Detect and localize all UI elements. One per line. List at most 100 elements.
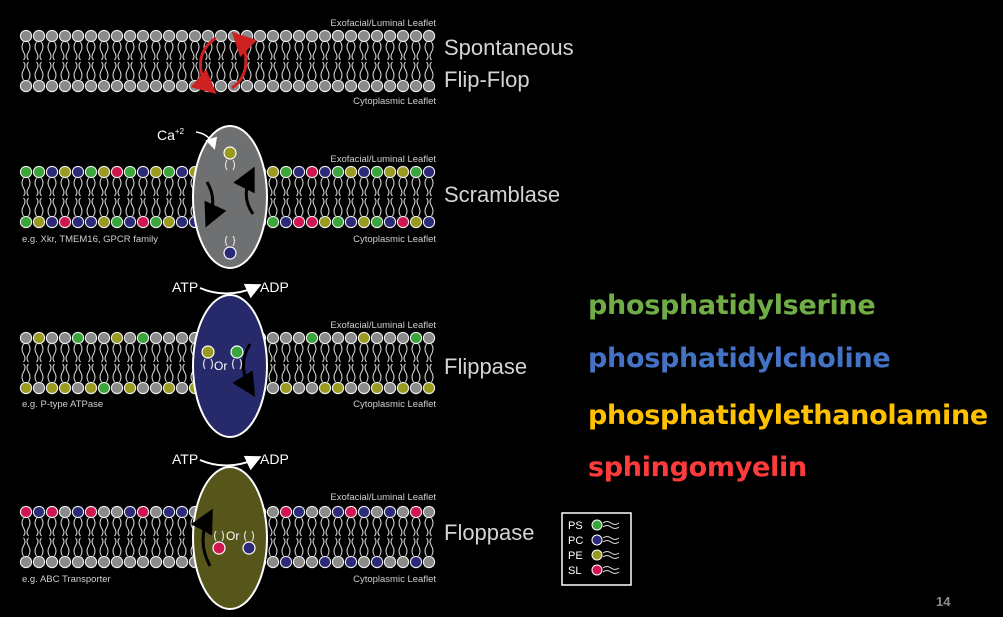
flipflop-arrows (190, 31, 258, 94)
lipid-tail (320, 61, 330, 81)
lipid-head-top (58, 29, 72, 43)
lipid-head-bottom (318, 555, 332, 569)
scramblase-protein (192, 125, 268, 269)
lipid-head-top (110, 165, 124, 179)
lipid-tail (424, 41, 434, 61)
lipid-tail (34, 363, 44, 383)
lipid-tail (125, 41, 135, 61)
lipid-tail (411, 41, 421, 61)
lipid-tail (112, 177, 122, 197)
lipid-head-top (331, 29, 345, 43)
lipid-tail (34, 41, 44, 61)
lipid-tail (359, 363, 369, 383)
lipid-tail (86, 197, 96, 217)
lipid-tail (268, 177, 278, 197)
lipid-head-bottom (331, 381, 345, 395)
legend-label-sl: SL (568, 565, 581, 577)
lipid-head-bottom (58, 215, 72, 229)
lipid-tail (424, 343, 434, 363)
lipid-tail (60, 177, 70, 197)
lipid-head-top (266, 331, 280, 345)
lipid-head-bottom (84, 215, 98, 229)
lipid-head-top (305, 505, 319, 519)
lipid-tail (307, 343, 317, 363)
lipid-head-bottom (58, 381, 72, 395)
lipid-head-bottom (71, 79, 85, 93)
lipid-head-top (136, 29, 150, 43)
legend-tail (602, 536, 620, 544)
lipid-tail (203, 61, 213, 81)
lipid-head-bottom (71, 381, 85, 395)
lipid-head-bottom (422, 381, 436, 395)
lipid-tail (86, 61, 96, 81)
lipid-head-bottom (305, 555, 319, 569)
lipid-tail (385, 343, 395, 363)
lipid-tail (60, 197, 70, 217)
lipid-tail (190, 41, 200, 61)
lipid-tail (281, 537, 291, 557)
lipid-tail (372, 537, 382, 557)
lipid-head-top (409, 505, 423, 519)
lipid-head-top (136, 505, 150, 519)
lipid-tail (21, 61, 31, 81)
lipid-head-top (279, 505, 293, 519)
scramblase-lipid-bottom (223, 235, 237, 260)
lipid-head-bottom (97, 215, 111, 229)
lipid-tail (99, 537, 109, 557)
legend-tail (602, 551, 620, 559)
lipid-tail (385, 177, 395, 197)
lipid-head-bottom (175, 381, 189, 395)
lipid-head-top (370, 29, 384, 43)
lipid-tail (60, 517, 70, 537)
lipid-head-top (123, 505, 137, 519)
lipid-tail (138, 177, 148, 197)
lipid-tail (320, 537, 330, 557)
lipid-tail (125, 537, 135, 557)
lipid-tail (398, 517, 408, 537)
lipid-head-bottom (97, 381, 111, 395)
term-phosphatidylcholine: phosphatidylcholine (588, 343, 891, 374)
lipid-tail (177, 363, 187, 383)
lipid-head-top (383, 29, 397, 43)
lipid-tail (138, 197, 148, 217)
lipid-tail (411, 517, 421, 537)
lipid-tail (86, 537, 96, 557)
lipid-head-top (149, 331, 163, 345)
lipid-tail (307, 61, 317, 81)
panel-floppase: Or ATP ADP Exofacial/Luminal Leaflet Cyt… (19, 451, 535, 610)
lipid-tail (359, 197, 369, 217)
lipid-tail (86, 517, 96, 537)
lipid-head-top (305, 165, 319, 179)
lipid-tail (398, 197, 408, 217)
lipid-head-bottom (58, 79, 72, 93)
lipid-head-bottom (279, 555, 293, 569)
lipid-head-top (214, 29, 228, 43)
lipid-head-bottom (123, 381, 137, 395)
lipid-head-bottom (396, 381, 410, 395)
lipid-head-bottom (45, 215, 59, 229)
lipid-tail (164, 537, 174, 557)
legend-label-pe: PE (568, 550, 583, 562)
lipid-tail (372, 517, 382, 537)
lipid-head-bottom (45, 381, 59, 395)
bottom-leaflet-label: Cytoplasmic Leaflet (353, 96, 436, 107)
lipid-head-bottom (149, 555, 163, 569)
lipid-head-top (422, 29, 436, 43)
example-proteins: e.g. ABC Transporter (22, 574, 111, 585)
lipid-tail (281, 343, 291, 363)
lipid-tail (411, 363, 421, 383)
lipid-head-top (32, 331, 46, 345)
lipid-head-bottom (240, 79, 254, 93)
lipid-head-bottom (305, 215, 319, 229)
lipid-tail (86, 363, 96, 383)
term-phosphatidylserine: phosphatidylserine (588, 290, 876, 321)
lipid-tail (177, 537, 187, 557)
lipid-tail (424, 61, 434, 81)
lipid-tail (86, 41, 96, 61)
lipid-head-bottom (357, 215, 371, 229)
lipid-tail (73, 41, 83, 61)
lipid-head-top (136, 331, 150, 345)
lipid-head-top (162, 165, 176, 179)
lipid-head-bottom (19, 555, 33, 569)
